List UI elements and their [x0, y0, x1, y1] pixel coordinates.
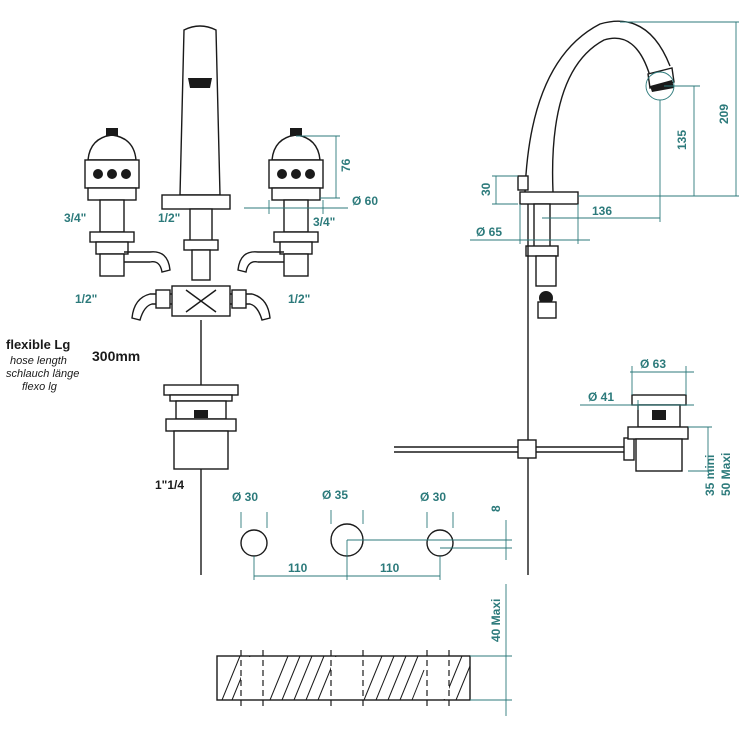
dim-base-dia: Ø 65 [476, 225, 502, 239]
front-spout [161, 25, 231, 575]
thread-right-lower: 1/2" [288, 292, 310, 306]
thread-right-upper: 3/4" [313, 215, 335, 229]
dim-waste-min: 35 mini [703, 455, 717, 496]
hose-en: hose length [10, 355, 67, 367]
hose-value: 300mm [92, 348, 140, 364]
dim-base-height: 30 [479, 182, 493, 196]
dim-waste-top-dia: Ø 63 [640, 357, 666, 371]
hose-de: schlauch länge [6, 368, 79, 380]
hole-layout: Ø 30 Ø 35 Ø 30 110 110 8 [232, 488, 512, 580]
handle-dimensions: 76 Ø 60 [244, 135, 378, 214]
thread-waste: 1"1/4 [155, 478, 184, 492]
dim-spacing-right: 110 [380, 561, 400, 575]
dim-hole-offset: 8 [489, 505, 503, 512]
side-view: 209 135 136 30 Ø 65 Ø 63 Ø 41 [394, 20, 739, 575]
dim-hole-right: Ø 30 [420, 490, 446, 504]
dim-spout-reach: 136 [592, 204, 612, 218]
hose-title: flexible Lg [6, 337, 70, 352]
dim-spacing-left: 110 [288, 561, 308, 575]
thread-spout: 1/2" [158, 211, 180, 225]
side-waste [394, 394, 689, 472]
dim-deck-thickness: 40 Maxi [489, 599, 503, 642]
dim-hole-left: Ø 30 [232, 490, 258, 504]
dim-spout-outlet: 135 [675, 130, 689, 150]
front-waste [163, 384, 239, 470]
dim-spout-total: 209 [717, 104, 731, 124]
dim-handle-height: 76 [339, 158, 353, 172]
dim-hole-center: Ø 35 [322, 488, 348, 502]
deck-section: 40 Maxi [216, 584, 512, 716]
dim-waste-max: 50 Maxi [719, 453, 733, 496]
dim-waste-body-dia: Ø 41 [588, 390, 614, 404]
left-handle [84, 128, 171, 277]
side-spout [517, 20, 675, 575]
dim-handle-dia: Ø 60 [352, 194, 378, 208]
thread-left-lower: 1/2" [75, 292, 97, 306]
mixing-connector [131, 285, 271, 321]
right-handle [237, 128, 324, 277]
front-view: 3/4" 1/2" 1/2" 3/4" 1/2" 1"1/4 flexible … [6, 25, 378, 575]
side-dimensions: 209 135 136 30 Ø 65 Ø 63 Ø 41 [470, 21, 739, 496]
hose-it: flexo lg [22, 381, 58, 393]
thread-left-upper: 3/4" [64, 211, 86, 225]
hose-note: flexible Lg hose length schlauch länge f… [6, 337, 140, 393]
